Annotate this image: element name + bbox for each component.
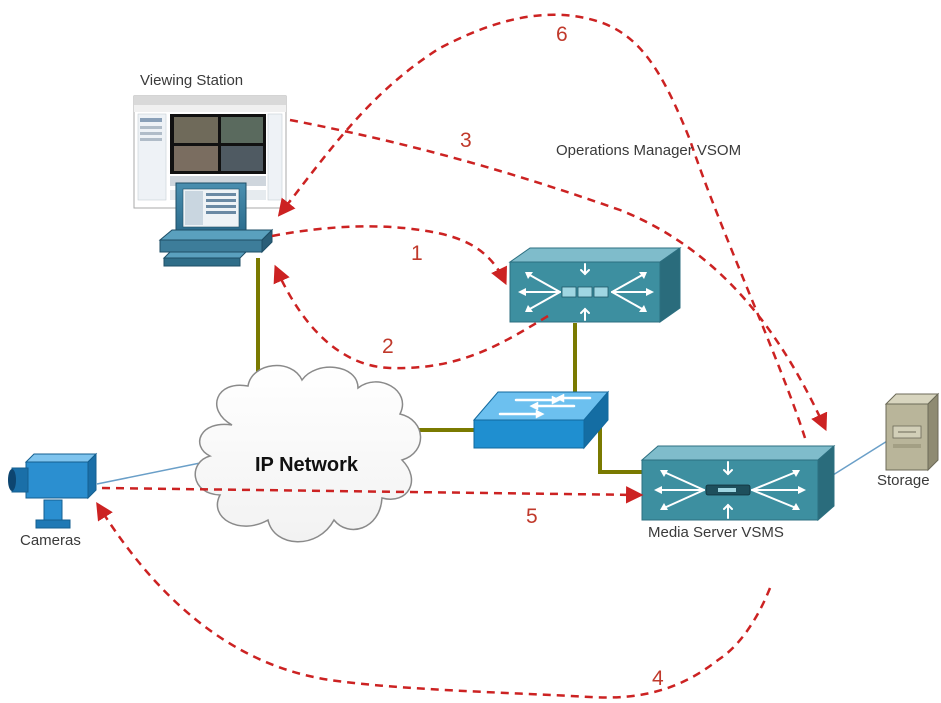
link-switch-to-media-server: [598, 425, 642, 474]
flow-step-1-label: 1: [411, 242, 423, 265]
flow-arrow-5: [101, 486, 644, 504]
media-server-label: Media Server VSMS: [648, 524, 784, 541]
flow-step-6-label: 6: [556, 23, 568, 46]
flow-arrow-2: [273, 264, 549, 370]
flow-arrows: [96, 13, 828, 699]
flow-arrow-4: [96, 502, 772, 699]
workstation-icon: [158, 182, 274, 267]
cameras-label: Cameras: [20, 532, 81, 549]
flow-arrow-3: [289, 118, 828, 432]
camera-icon: [8, 452, 98, 529]
ip-network-label: IP Network: [255, 454, 358, 476]
media-server-device-icon: [640, 444, 836, 522]
vsom-device-icon: [508, 247, 682, 323]
link-cameras-to-cloud: [96, 461, 206, 485]
flow-step-2-label: 2: [382, 335, 394, 358]
flow-step-5-label: 5: [526, 505, 538, 528]
switch-icon: [472, 390, 610, 450]
storage-label: Storage: [877, 472, 930, 489]
cloud-shape: [194, 364, 422, 543]
flow-arrow-6: [277, 13, 807, 439]
ip-network-cloud: [194, 364, 422, 543]
operations-manager-label: Operations Manager VSOM: [556, 142, 742, 159]
flow-step-3-label: 3: [460, 129, 472, 152]
flow-step-4-label: 4: [652, 667, 664, 690]
viewing-station-label: Viewing Station: [140, 72, 244, 89]
link-media-server-to-storage: [832, 437, 893, 476]
flow-arrow-1: [271, 225, 507, 286]
storage-icon: [884, 392, 940, 472]
